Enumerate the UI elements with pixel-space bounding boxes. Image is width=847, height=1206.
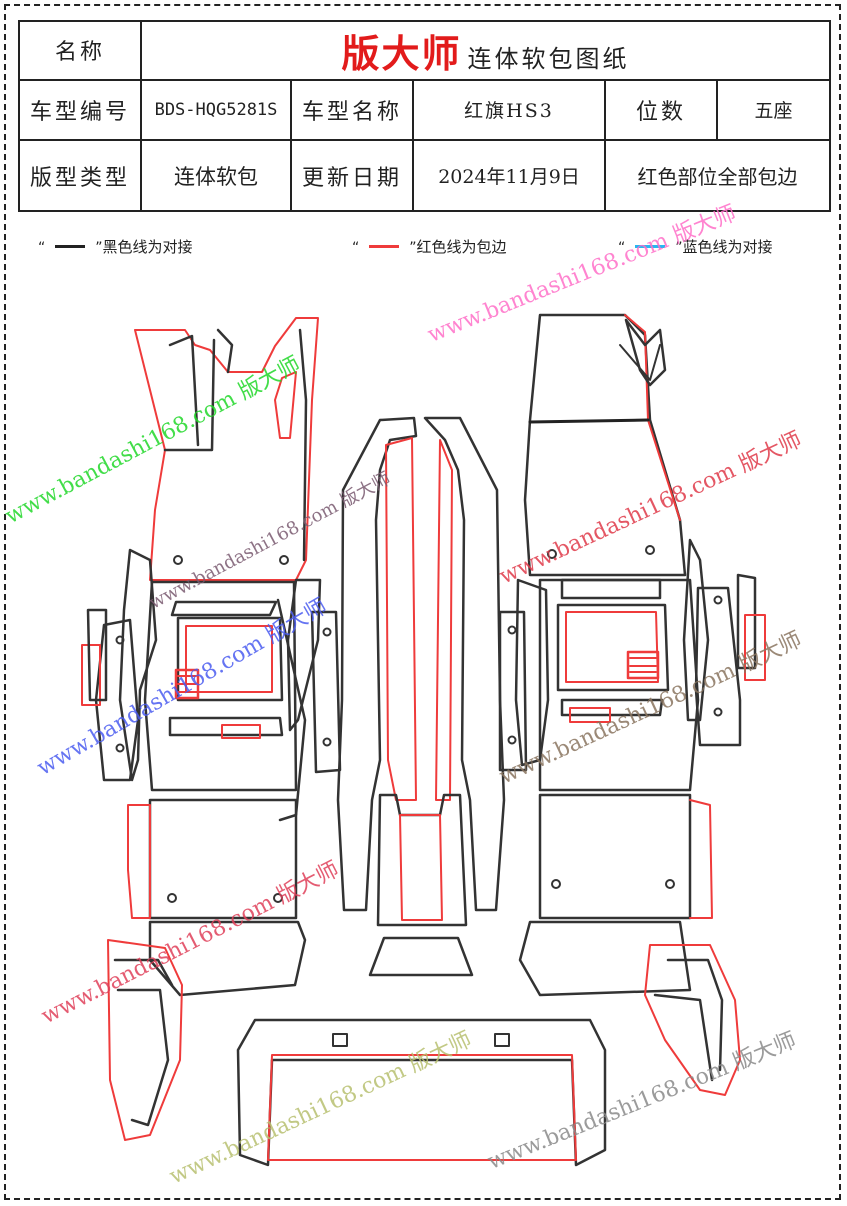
pattern-type-label: 版型类型 bbox=[18, 139, 142, 212]
info-table: 名称 版大师连体软包图纸 车型编号 BDS-HQG5281S 车型名称 红旗HS… bbox=[18, 20, 832, 212]
pattern-type: 连体软包 bbox=[140, 139, 292, 212]
seats-value: 五座 bbox=[715, 78, 832, 142]
brand-title: 版大师 bbox=[341, 30, 462, 76]
center-tunnel bbox=[336, 416, 506, 977]
legend-swatch-red bbox=[369, 244, 400, 248]
update-date-label: 更新日期 bbox=[290, 139, 414, 212]
rear-right-mat bbox=[518, 793, 713, 997]
model-name: 红旗HS3 bbox=[412, 78, 606, 142]
title-cell: 版大师连体软包图纸 bbox=[139, 20, 832, 81]
model-code-label: 车型编号 bbox=[18, 78, 142, 142]
legend-blue: “”蓝色线为对接 bbox=[618, 238, 773, 256]
model-code: BDS-HQG5281S bbox=[140, 78, 292, 142]
edge-note: 红色部位全部包边 bbox=[603, 139, 832, 212]
legend-swatch-black bbox=[55, 244, 86, 248]
seats-label: 位数 bbox=[604, 78, 718, 142]
front-left-mat bbox=[134, 317, 319, 581]
name-label: 名称 bbox=[18, 20, 142, 81]
dashed-border bbox=[4, 4, 841, 1200]
legend-red: “”红色线为包边 bbox=[352, 238, 507, 256]
front-right-side-strips bbox=[498, 538, 766, 772]
legend-swatch-blue bbox=[635, 244, 666, 248]
model-name-label: 车型名称 bbox=[290, 78, 414, 142]
title-suffix: 连体软包图纸 bbox=[467, 44, 630, 73]
rear-bench-mat bbox=[236, 1018, 607, 1167]
rear-left-corner bbox=[107, 939, 183, 1141]
legend-black: “”黑色线为对接 bbox=[38, 238, 193, 256]
front-right-center-panel bbox=[538, 578, 700, 792]
rear-right-corner bbox=[644, 944, 741, 1096]
front-left-center-panel bbox=[143, 580, 298, 792]
front-right-mat bbox=[523, 313, 687, 577]
update-date: 2024年11月9日 bbox=[412, 139, 606, 212]
